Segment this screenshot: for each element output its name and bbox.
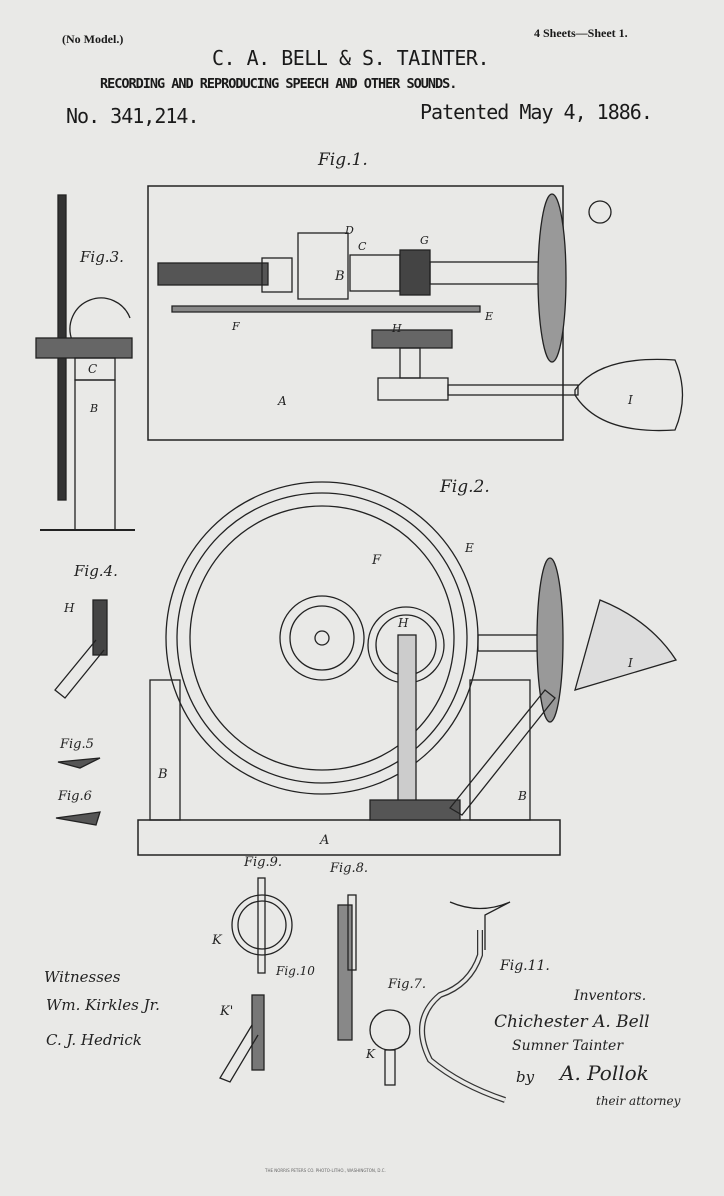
fig3-label-C: C [88,362,97,376]
inventors-heading: C. A. BELL & S. TAINTER. [212,46,489,70]
witness-1-signature: Wm. Kirkles Jr. [46,996,160,1014]
inventor-1-signature: Chichester A. Bell [494,1012,650,1032]
fig5-label: Fig.5 [59,737,94,752]
sheet-number: 4 Sheets—Sheet 1. [534,26,628,40]
figures-4-5-6: Fig.4. H Fig.5 Fig.6 [54,562,118,826]
fig2-label-A: A [319,833,329,848]
label-B: B [334,269,345,284]
label-C: C [358,240,367,253]
fig7-label-K: K [365,1047,376,1061]
fig7-label: Fig.7. [387,977,426,992]
label-H: H [391,322,402,335]
fig9-label-K: K [211,933,223,948]
fig2-label-F: F [371,553,382,568]
fig2-label-B: B [157,767,168,782]
witness-2-signature: C. J. Hedrick [46,1031,142,1049]
attorney-signature: A. Pollok [558,1061,649,1085]
fig2-label-E: E [464,541,474,555]
fig2-label-I: I [627,656,633,670]
fig4-label: Fig.4. [73,562,118,580]
fig2-label-H: H [397,616,409,630]
label-E: E [484,310,493,323]
fig10-label-K: K' [219,1004,233,1019]
label-G: G [420,234,429,247]
fig4-label-H: H [63,601,75,615]
by-label: by [516,1068,535,1086]
fig3-label: Fig.3. [79,248,124,266]
label-F: F [231,320,240,333]
fig2-label-B2: B [517,789,527,803]
signatures: Witnesses Wm. Kirkles Jr. C. J. Hedrick … [44,968,681,1108]
fig3-label-B: B [89,402,98,415]
patent-title: RECORDING AND REPRODUCING SPEECH AND OTH… [100,76,457,92]
no-model-note: (No Model.) [62,32,124,46]
fig6-label: Fig.6 [57,789,92,804]
label-I: I [627,393,633,407]
label-A: A [277,394,287,408]
figures-7-to-10: Fig.9. K Fig.10 K' Fig.8. Fig.7. K [211,855,426,1086]
figure-3: Fig.3. C B [35,194,135,531]
fig9-label: Fig.9. [243,855,282,870]
inventors-label: Inventors. [573,988,646,1004]
figure-2: Fig.2. F E H B B A I [137,477,678,856]
patent-date: Patented May 4, 1886. [420,100,653,124]
attorney-role: their attorney [596,1094,681,1108]
fig2-label: Fig.2. [439,477,490,497]
fig10-label: Fig.10 [275,964,315,978]
witnesses-label: Witnesses [44,968,121,986]
printer-credit: THE NORRIS PETERS CO. PHOTO-LITHO., WASH… [265,1168,386,1173]
fig8-label: Fig.8. [329,861,368,876]
fig1-label: Fig.1. [317,150,368,170]
figure-11: Fig.11. [419,901,550,1103]
label-D: D [344,224,354,237]
patent-number: No. 341,214. [66,104,199,128]
inventor-2-signature: Sumner Tainter [512,1038,624,1054]
fig11-label: Fig.11. [499,958,550,974]
figure-1: Fig.1. B D C G F E H A I [147,150,684,441]
